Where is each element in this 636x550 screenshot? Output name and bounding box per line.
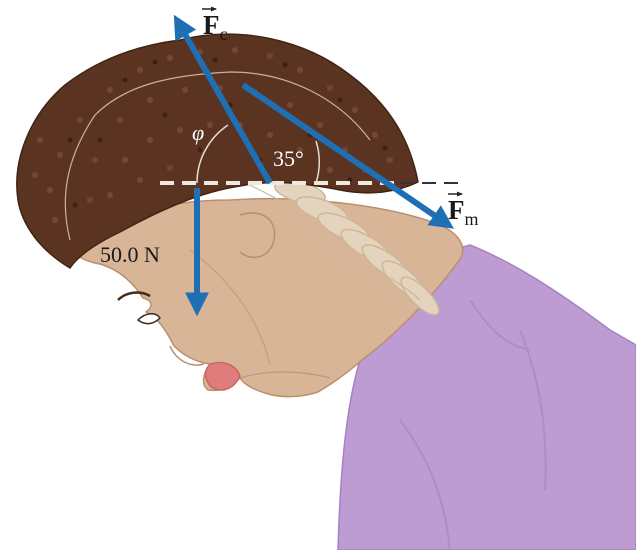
force-m-subscript: m [465,209,479,229]
hair [16,33,419,270]
ear [239,212,276,259]
force-m-label: Fm [448,195,479,229]
force-c-label: Fc [203,10,228,44]
jaw-line [189,249,271,366]
angle-phi-arc [196,124,229,184]
force-c-subscript: c [220,24,228,44]
cervical-spine [274,179,440,316]
angle-35-arc [315,140,320,184]
eyebrow [117,291,151,301]
chin-shadow [239,371,331,379]
shirt-fold [399,299,547,550]
hair-texture-dark [67,57,388,208]
force-m-arrow [241,82,454,229]
force-c-symbol: F [203,10,220,40]
angle-phi-label: φ [192,120,204,145]
nose [169,345,205,366]
skull-base-outline [249,184,421,301]
angle-muscle-label: 35° [273,146,304,171]
force-c-arrow [173,14,273,185]
hair-part-line [64,71,371,241]
lips [204,361,241,391]
weight-label: 50.0 N [100,242,160,267]
eye [136,313,161,325]
force-m-symbol: F [448,195,465,225]
